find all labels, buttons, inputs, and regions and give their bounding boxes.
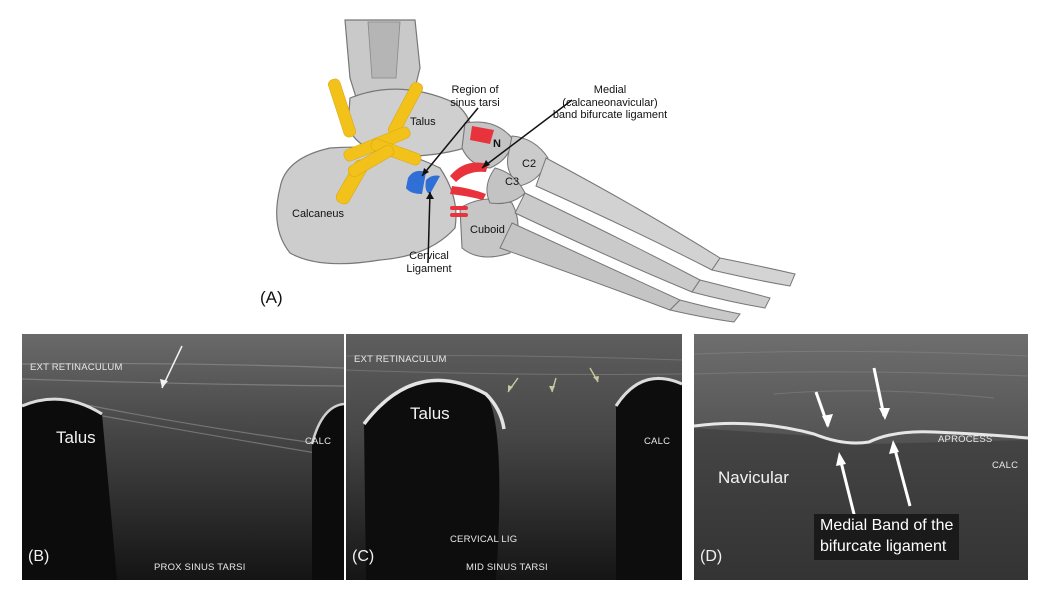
label-cuboid: Cuboid: [470, 224, 505, 236]
label-calcaneus: Calcaneus: [292, 208, 344, 220]
label-region-sinus-tarsi: Region of sinus tarsi: [440, 84, 510, 109]
b-calc-label: CALC: [305, 436, 332, 447]
panel-c-ultrasound: EXT RETINACULUM Talus CALC CERVICAL LIG …: [346, 334, 682, 580]
label-arrows: [421, 99, 573, 264]
ultrasound-image-b: [22, 334, 344, 580]
c-talus-label: Talus: [410, 404, 450, 423]
label-medial-band: Medial (calcaneonavicular) band bifurcat…: [550, 84, 670, 122]
d-caption-box: Medial Band of the bifurcate ligament: [814, 514, 960, 560]
panel-a-foot-illustration: Region of sinus tarsi Medial (calcaneona…: [250, 8, 810, 328]
d-navicular-label: Navicular: [718, 468, 789, 487]
panel-letter-c: (C): [352, 548, 375, 565]
d-caption-line2: bifurcate ligament: [820, 537, 947, 555]
label-cervical-ligament: Cervical Ligament: [398, 250, 460, 275]
panel-letter-a: (A): [260, 288, 283, 307]
label-c3: C3: [505, 176, 520, 188]
b-bottom-label: PROX SINUS TARSI: [154, 562, 246, 573]
panel-letter-d: (D): [700, 548, 723, 565]
c-cervical-lig-label: CERVICAL LIG: [450, 534, 518, 545]
foot-skeleton-drawing: [276, 19, 796, 323]
b-ext-retinaculum-label: EXT RETINACULUM: [30, 362, 123, 373]
lateral-ligaments-yellow: [328, 78, 423, 205]
region-label-text: Region of sinus tarsi: [450, 84, 500, 109]
c-calc-label: CALC: [644, 436, 671, 447]
medial-label-text: Medial (calcaneonavicular) band bifurcat…: [552, 84, 668, 122]
label-talus: Talus: [410, 116, 436, 128]
d-aprocess-label: APROCESS: [938, 434, 993, 445]
d-calc-label: CALC: [992, 460, 1019, 471]
bifurcate-ligament-red: [450, 126, 494, 217]
label-c2: C2: [522, 158, 537, 170]
ultrasound-image-c: [346, 334, 682, 580]
panel-letter-b: (B): [28, 548, 50, 565]
b-talus-label: Talus: [56, 428, 96, 447]
label-n: N: [493, 138, 501, 150]
cervical-label-text: Cervical Ligament: [406, 250, 452, 275]
panel-d-ultrasound: Navicular APROCESS CALC Medial Band of t…: [694, 334, 1028, 580]
c-ext-retinaculum-label: EXT RETINACULUM: [354, 354, 447, 365]
c-bottom-label: MID SINUS TARSI: [466, 562, 548, 573]
cervical-ligament-blue: [406, 170, 440, 194]
d-caption-line1: Medial Band of the: [820, 517, 954, 534]
panel-b-ultrasound: EXT RETINACULUM Talus CALC PROX SINUS TA…: [22, 334, 344, 580]
